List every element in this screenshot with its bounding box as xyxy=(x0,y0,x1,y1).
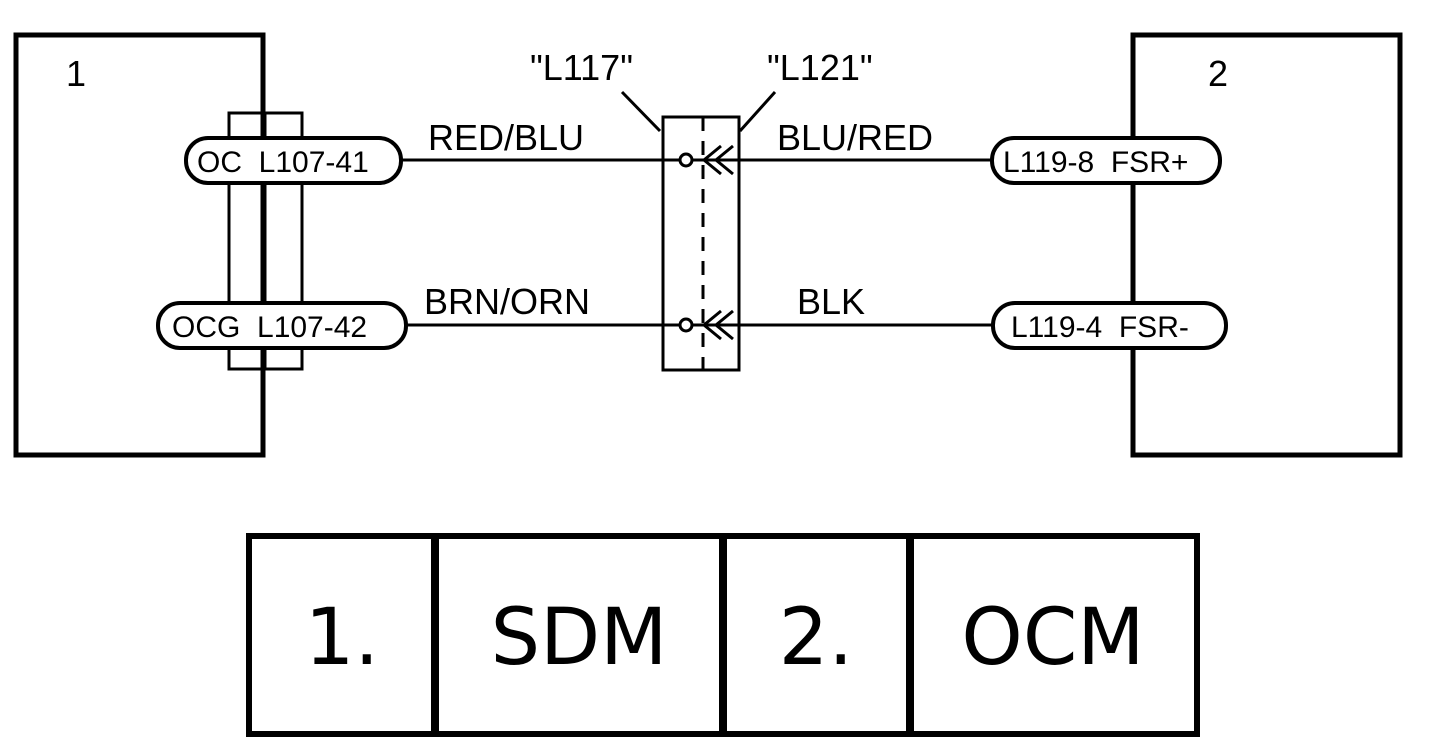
terminal-bottom xyxy=(678,309,734,341)
pin-oc-l107-41: OC L107-41 xyxy=(184,136,403,185)
pin-l119-4-fsr-minus: L119-4 FSR- xyxy=(991,301,1228,350)
wire-color-bottom-left: BRN/ORN xyxy=(424,281,590,322)
module-2-number: 2 xyxy=(1208,53,1228,94)
inline-connector-block xyxy=(661,115,741,372)
pin-l119-8-fsr-plus: L119-8 FSR+ xyxy=(990,136,1222,185)
pin-ocg-l107-42: OCG L107-42 xyxy=(156,301,408,350)
wire-color-top-left: RED/BLU xyxy=(428,117,584,158)
pin-label: L119-4 FSR- xyxy=(1011,311,1189,344)
connector-label-l121: "L121" xyxy=(767,47,873,88)
module-1-number: 1 xyxy=(66,53,86,94)
legend-name-ocm: OCM xyxy=(961,593,1144,683)
module-2-box xyxy=(1130,32,1403,458)
leader-l117 xyxy=(620,90,662,133)
legend-number-1: 1. xyxy=(305,593,379,683)
legend-number-2: 2. xyxy=(779,593,853,683)
leader-l121 xyxy=(738,90,777,133)
connector-label-l117: "L117" xyxy=(530,47,633,88)
pin-label: OCG L107-42 xyxy=(172,311,367,344)
legend-name-sdm: SDM xyxy=(491,593,668,683)
pin-label: OC L107-41 xyxy=(197,146,369,179)
module-1-box xyxy=(13,32,266,458)
pin-label: L119-8 FSR+ xyxy=(1003,146,1188,179)
terminal-top xyxy=(678,144,734,176)
wire-color-bottom-right: BLK xyxy=(797,281,865,322)
wire-color-top-right: BLU/RED xyxy=(777,117,933,158)
legend-table: 1. SDM 2. OCM xyxy=(246,533,1200,737)
